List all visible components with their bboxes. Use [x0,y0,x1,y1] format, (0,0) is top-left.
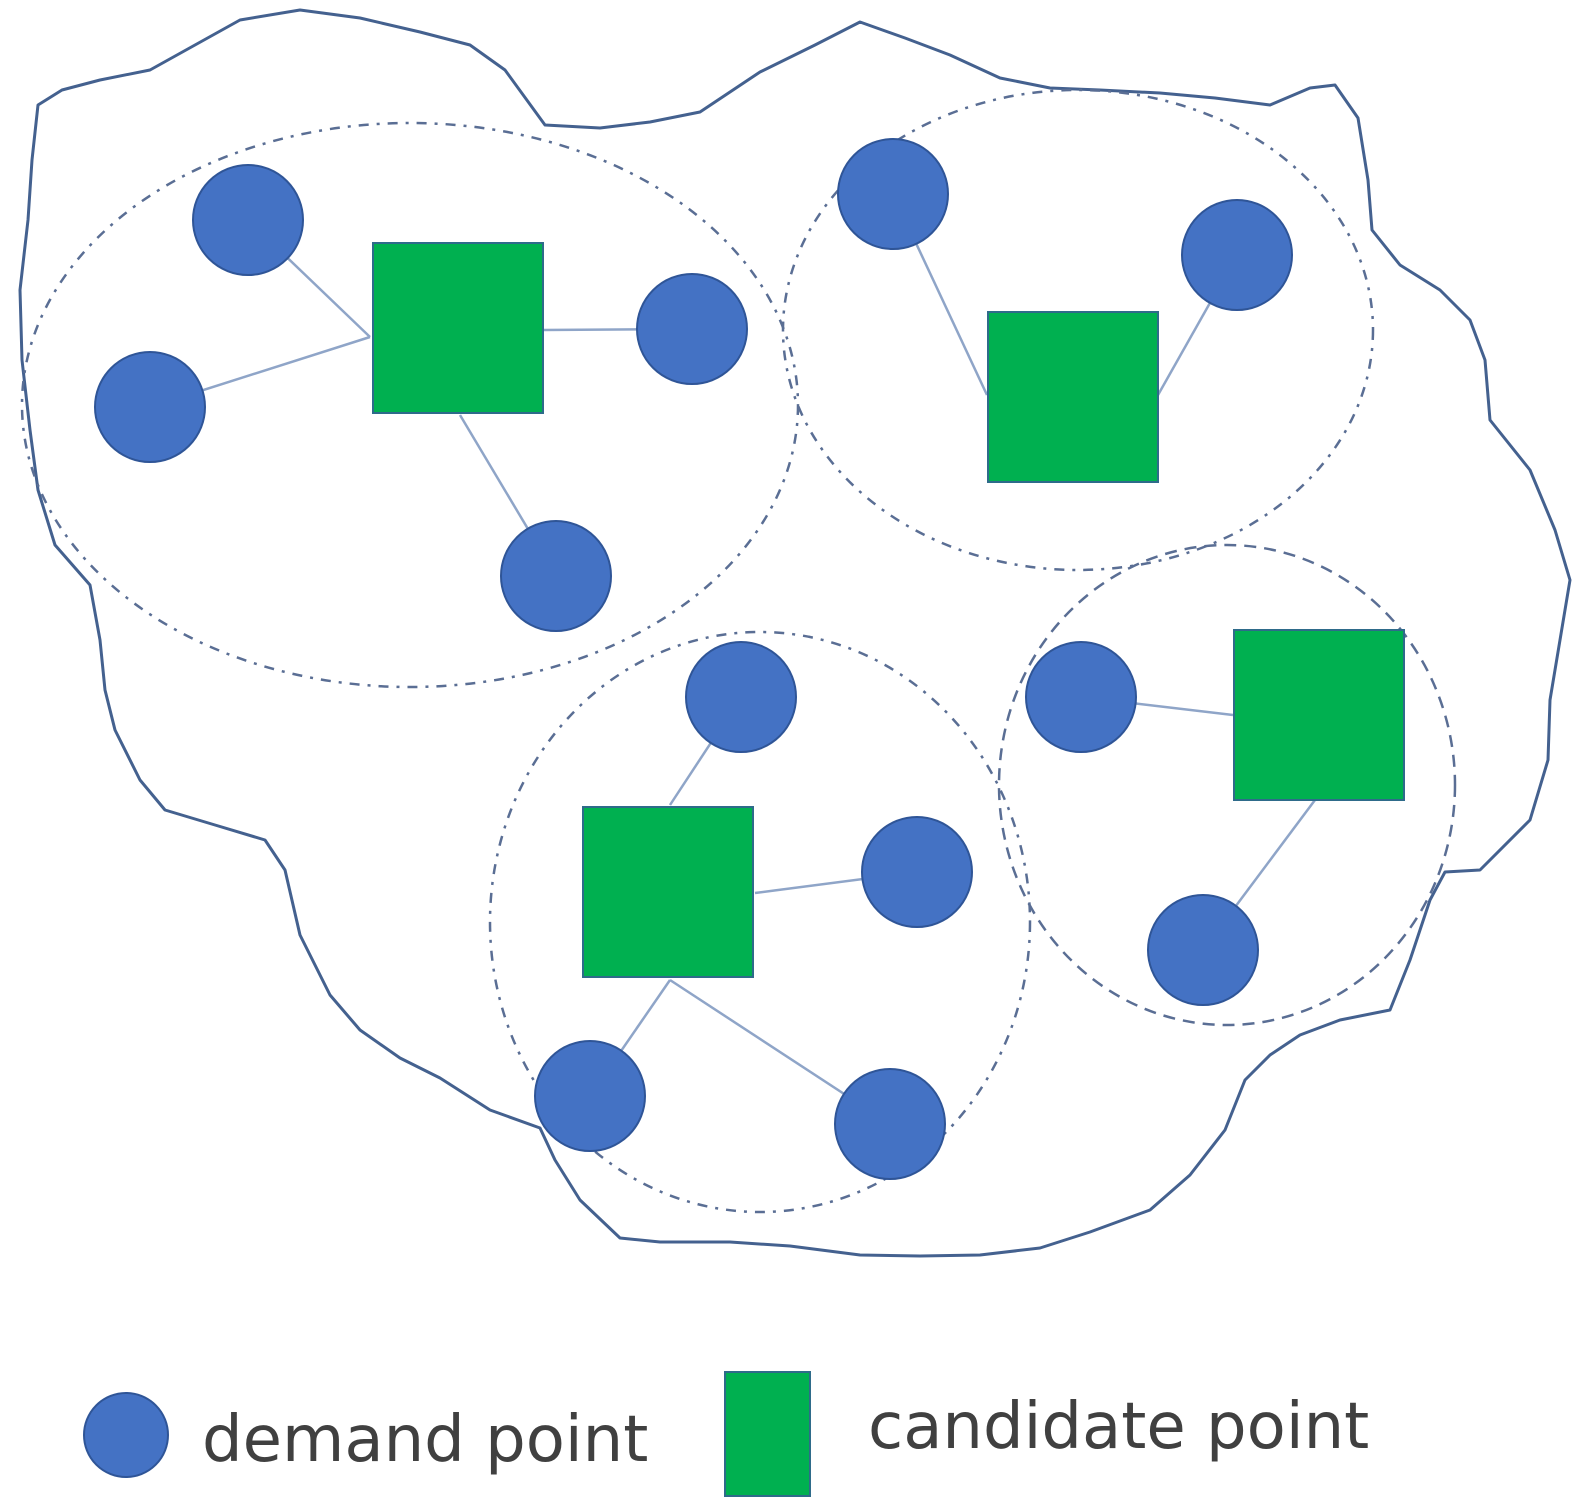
demand-point-legend-icon [83,1392,169,1478]
service-area-3 [488,630,1032,1214]
candidate-point [987,311,1159,483]
demand-point [1025,641,1137,753]
demand-point [534,1040,646,1152]
demand-point [1147,894,1259,1006]
service-area-layer [20,88,1457,1214]
demand-point [861,816,973,928]
region-boundary-layer [18,8,1572,1258]
candidate-point-legend-icon [724,1371,811,1497]
service-area-2 [781,88,1375,572]
candidate-point-legend-label: candidate point [868,1390,1369,1464]
demand-point [1181,199,1293,311]
demand-point [834,1068,946,1180]
candidate-point [1233,629,1405,801]
candidate-point [582,806,754,978]
demand-point [192,164,304,276]
service-area-4 [997,543,1457,1027]
legend: demand point candidate point [83,1371,1369,1497]
node-layer [94,138,1405,1180]
demand-point-legend-label: demand point [202,1403,648,1477]
demand-point [500,520,612,632]
candidate-point [372,242,544,414]
service-area-1 [20,121,800,689]
demand-point [685,641,797,753]
demand-point [837,138,949,250]
demand-point [636,273,748,385]
region-boundary [18,8,1572,1258]
demand-point [94,351,206,463]
